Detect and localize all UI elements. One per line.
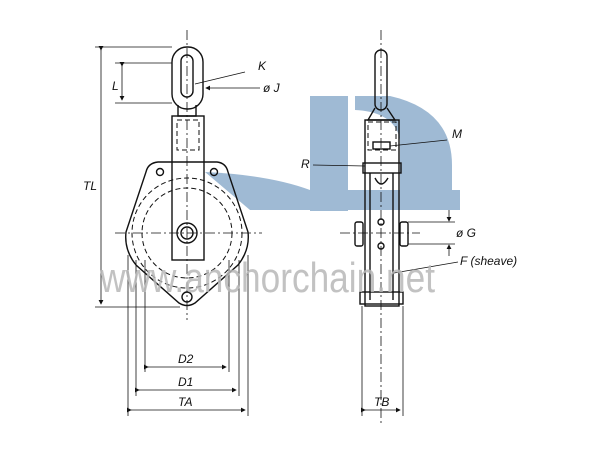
label-g: ø G (456, 226, 476, 240)
label-tl: TL (83, 179, 97, 193)
label-r: R (301, 157, 310, 171)
label-j: ø J (263, 81, 281, 95)
side-view (340, 30, 420, 425)
label-ta: TA (178, 395, 192, 409)
label-k: K (258, 59, 267, 73)
label-d2: D2 (178, 352, 194, 366)
watermark-logo (205, 96, 460, 211)
label-d1: D1 (178, 375, 193, 389)
front-dimensions (95, 46, 260, 416)
label-m: M (452, 127, 462, 141)
watermark-text: www.anchorchain.net (99, 254, 435, 301)
label-tb: TB (374, 395, 389, 409)
label-f-sheave: F (sheave) (460, 254, 517, 268)
side-dimensions (312, 139, 459, 416)
label-l: L (112, 79, 119, 93)
front-view (115, 30, 262, 320)
